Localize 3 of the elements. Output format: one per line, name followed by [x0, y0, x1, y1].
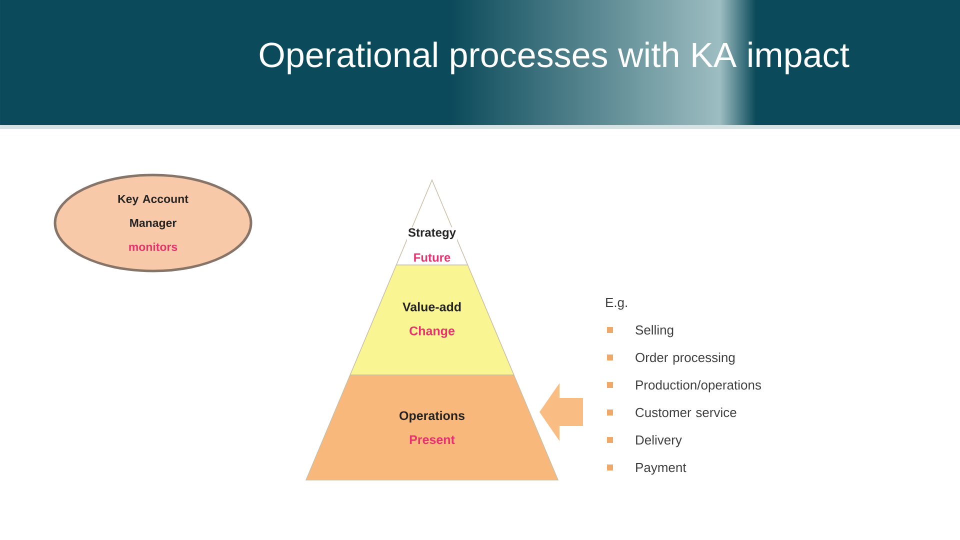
bullet-list: E.g. Selling Order processing Production/operations Customer service Delivery Payment — [606, 298, 761, 475]
title: Operational processes with KA impact — [260, 42, 850, 74]
pyramid-band: Value-add Change — [350, 264, 514, 376]
